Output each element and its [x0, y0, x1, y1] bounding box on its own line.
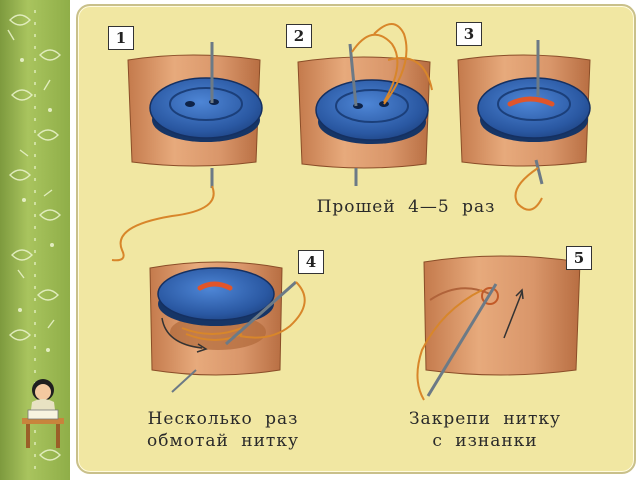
caption-wrap-line-2: обмотай нитку [147, 431, 299, 451]
step-3-scene [457, 40, 591, 211]
needle-icon [225, 280, 297, 346]
caption-sew-times: Прошей 4—5 раз [316, 197, 496, 217]
step-number-badge-5: 5 [566, 246, 592, 270]
step-1-scene [111, 42, 263, 262]
leaf-pattern-icon [7, 10, 61, 470]
caption-fasten-block: Закрепи нитку с изнанки [400, 408, 570, 452]
step-number-badge-1: 1 [108, 26, 134, 50]
arrow-icon [161, 317, 203, 349]
step-5-scene [416, 255, 581, 401]
thread-icon [416, 289, 483, 401]
step-number-badge-4: 4 [298, 250, 324, 274]
caption-fasten-line-2: с изнанки [432, 431, 538, 451]
step-number-badge-2: 2 [286, 24, 312, 48]
caption-wrap-block: Несколько раз обмотай нитку [138, 408, 308, 452]
arrow-icon [503, 291, 523, 339]
thread-icon [239, 281, 306, 339]
caption-fasten-line-1: Закрепи нитку [408, 409, 562, 429]
fabric-icon [423, 255, 581, 376]
decorative-side-strip [0, 0, 70, 480]
step-2-scene [297, 23, 433, 186]
needle-icon [426, 283, 498, 397]
thread-icon [111, 185, 215, 262]
girl-reading-icon [22, 379, 64, 448]
step-number-badge-3: 3 [456, 22, 482, 46]
thread-icon [351, 23, 433, 105]
needle-icon [348, 43, 358, 107]
thread-icon [514, 167, 543, 211]
step-4-scene [149, 261, 306, 393]
button-icon [157, 267, 275, 321]
caption-wrap-line-1: Несколько раз [147, 409, 299, 429]
